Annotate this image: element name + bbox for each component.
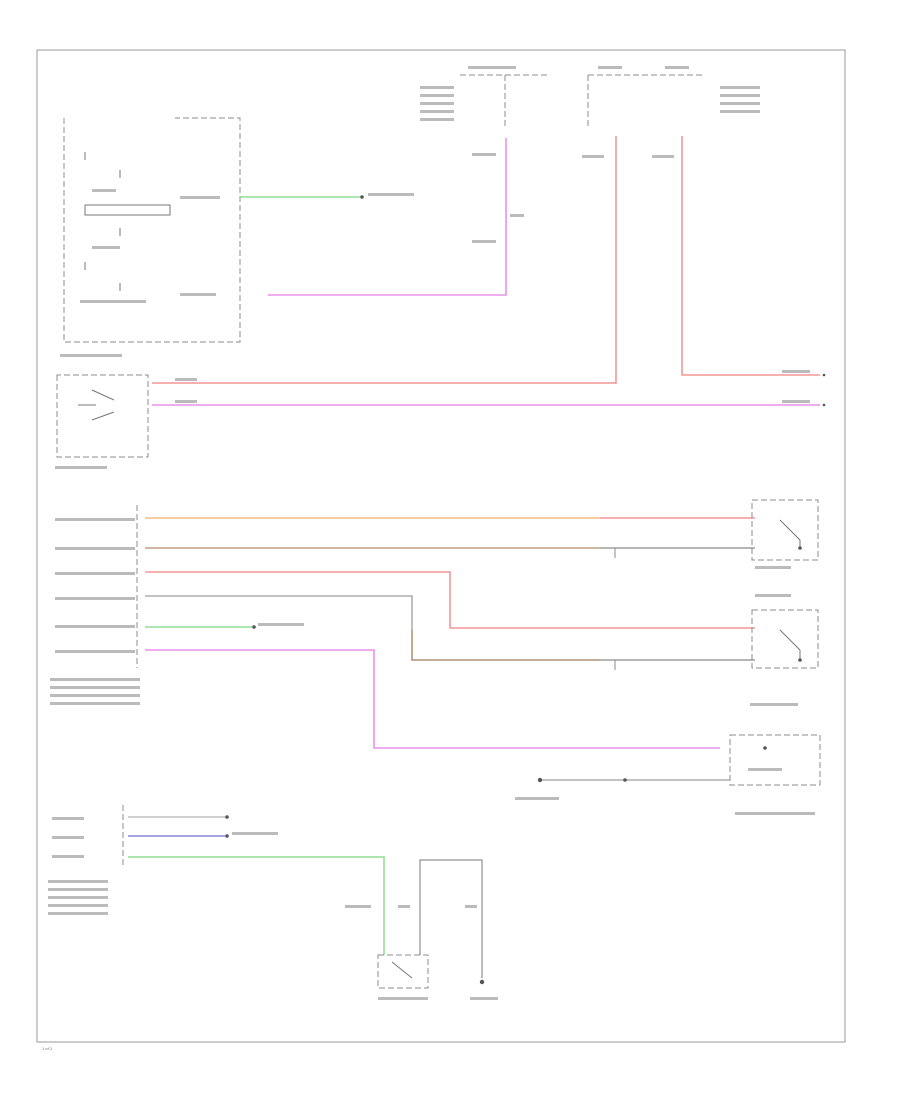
wire-gray-passenger (145, 595, 755, 670)
wire-brown-driver (145, 547, 755, 558)
wire-cluster-green (240, 193, 414, 199)
driver-seat-belt-switch (751, 499, 819, 597)
diagram-border (36, 49, 846, 1043)
continuation-markers (822, 373, 826, 407)
wire-cluster-magenta (268, 138, 524, 296)
fuse-block-right (582, 66, 760, 158)
wire-green-restraint (145, 623, 304, 629)
ignition-switch (55, 374, 149, 469)
occupant-classification-module (729, 734, 821, 815)
page-ref: 1 of 2 (42, 1047, 52, 1051)
passenger-seat-belt-switch (750, 609, 819, 706)
wire-red-fuse-left (152, 136, 617, 384)
ground-occupant (515, 777, 730, 800)
wire-ignition-magenta (152, 378, 820, 406)
wire-ebcm-gray (128, 815, 229, 819)
fuse-block-top (420, 66, 550, 128)
wire-red-fuse-right (681, 136, 820, 376)
wire-ebcm-green (128, 856, 385, 955)
wire-magenta-occupant (145, 649, 720, 749)
ebcm-module (48, 805, 124, 915)
restraint-module (50, 505, 140, 705)
brake-fluid-switch (345, 859, 498, 1000)
wire-ebcm-blue (128, 832, 278, 838)
wire-red-passenger (145, 571, 755, 629)
instrument-cluster (60, 117, 241, 357)
